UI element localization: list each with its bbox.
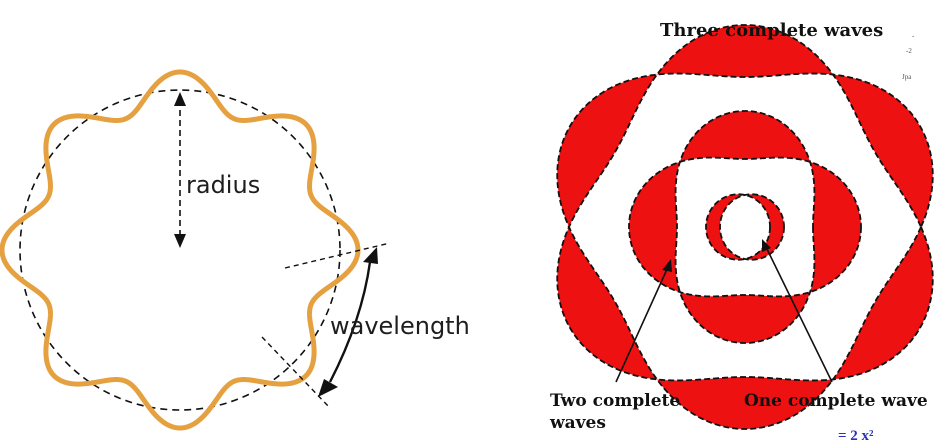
outer-orbit-outline-2	[556, 72, 934, 430]
standing-wave-path	[0, 69, 361, 431]
radius-label: radius	[186, 171, 260, 199]
orbit-wave-outlines	[556, 24, 934, 430]
outer-orbit-lobe	[657, 377, 833, 429]
orbit-waves-diagram: Three complete waves - -2 Jpa Two comple…	[540, 0, 950, 442]
wavelength-arrow	[318, 247, 378, 397]
reference-circle	[19, 89, 341, 411]
corner-mark-2: -2	[906, 47, 912, 55]
outer-orbit-lobe	[833, 74, 933, 227]
wavelength-tick-lower	[261, 336, 331, 409]
outer-orbit-lobe	[557, 227, 657, 380]
radius-arrow	[174, 92, 186, 248]
outer-orbit-lobe	[657, 25, 833, 77]
middle-orbit-lobe	[629, 161, 680, 293]
outer-orbit-wave-fill	[557, 25, 933, 429]
inner-orbit-wave-fill	[706, 194, 784, 260]
middle-orbit-outline-1	[628, 156, 862, 298]
corner-mark-1: -	[912, 32, 915, 40]
middle-orbit-outline-2	[674, 110, 816, 344]
wavelength-label: wavelength	[330, 312, 470, 340]
middle-orbit-wave-fill	[629, 111, 861, 343]
wave-circle-svg: radius wavelength	[0, 69, 470, 431]
pointer-two-waves	[615, 259, 672, 383]
label-one-wave: One complete wave	[744, 391, 928, 411]
pointer-one-wave	[762, 239, 833, 383]
bottom-formula-fragment: = 2 x²	[838, 428, 874, 442]
label-two-waves-line2: waves	[549, 413, 606, 433]
inner-orbit-outline-1	[719, 193, 785, 261]
middle-orbit-lobe	[679, 111, 811, 162]
orbit-waves-svg: Three complete waves - -2 Jpa Two comple…	[549, 20, 934, 442]
label-two-waves-line1: Two complete	[550, 391, 680, 411]
wave-circle-diagram: radius wavelength	[0, 69, 470, 431]
corner-mark-3: Jpa	[902, 73, 912, 81]
outer-orbit-lobe	[557, 74, 657, 227]
middle-orbit-lobe	[810, 161, 861, 293]
middle-orbit-lobe	[679, 292, 811, 343]
title-three-waves: Three complete waves	[660, 20, 883, 41]
inner-orbit-lobe	[745, 194, 784, 260]
inner-orbit-outline-2	[705, 193, 771, 261]
inner-orbit-lobe	[706, 194, 745, 260]
outer-orbit-lobe	[833, 227, 933, 380]
